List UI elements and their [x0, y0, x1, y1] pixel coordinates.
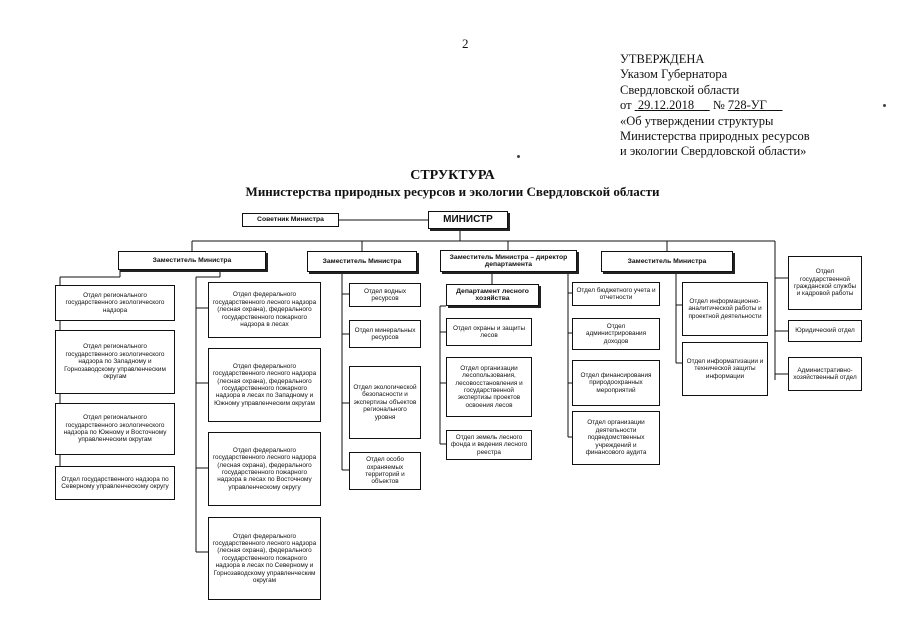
- deputy-minister-1-label: Заместитель Министра: [152, 256, 232, 264]
- ecological-safety-label: Отдел экологической безопасности и экспе…: [353, 383, 417, 421]
- environmental-financing-box: Отдел финансирования природоохранных мер…: [572, 360, 660, 406]
- scan-dot: [883, 104, 886, 107]
- analytics-projects-box: Отдел информационно-аналитической работы…: [682, 282, 768, 336]
- document-subtitle: Министерства природных ресурсов и эколог…: [245, 184, 660, 199]
- deputy-minister-4-box: Заместитель Министра: [601, 251, 733, 272]
- budget-accounting-label: Отдел бюджетного учета и отчетности: [576, 286, 656, 301]
- deputy-minister-2-box: Заместитель Министра: [307, 251, 417, 272]
- protected-territories-label: Отдел особо охраняемых территорий и объе…: [365, 456, 405, 486]
- civil-service-hr-box: Отдел государственной гражданской службы…: [788, 256, 862, 310]
- ecology-oversight-south-label: Отдел регионального государственного эко…: [63, 414, 167, 444]
- forest-oversight-west-south-box: Отдел федерального государственного лесн…: [208, 348, 321, 422]
- forest-protection-box: Отдел охраны и защиты лесов: [446, 318, 532, 346]
- analytics-projects-label: Отдел информационно-аналитической работы…: [688, 297, 762, 320]
- advisor-label: Советник Министра: [257, 216, 324, 224]
- ecological-safety-box: Отдел экологической безопасности и экспе…: [349, 366, 421, 439]
- informatization-label: Отдел информатизации и технической защит…: [686, 357, 764, 380]
- mineral-resources-box: Отдел минеральных ресурсов: [349, 320, 421, 348]
- deputy-minister-2-label: Заместитель Министра: [322, 257, 402, 265]
- advisor-box: Советник Министра: [242, 213, 339, 227]
- approval-stamp: УТВЕРЖДЕНА Указом Губернатора Свердловск…: [620, 52, 810, 160]
- revenue-admin-box: Отдел администрирования доходов: [572, 318, 660, 350]
- page-number: 2: [462, 36, 469, 51]
- admin-economic-box: Административно-хозяйственный отдел: [788, 357, 862, 391]
- number-prefix: №: [712, 98, 725, 113]
- water-resources-label: Отдел водных ресурсов: [363, 287, 407, 302]
- forest-oversight-box: Отдел федерального государственного лесн…: [208, 282, 321, 338]
- approval-number: 728-УГ: [727, 98, 767, 113]
- approval-line: и экологии Свердловской области»: [620, 144, 807, 159]
- mineral-resources-label: Отдел минеральных ресурсов: [354, 326, 416, 341]
- state-oversight-north-box: Отдел государственного надзора по Северн…: [55, 466, 175, 500]
- approval-line: Министерства природных ресурсов: [620, 129, 810, 144]
- subordinate-institutions-label: Отдел организации деятельности подведомс…: [585, 419, 647, 457]
- forest-oversight-north-box: Отдел федерального государственного лесн…: [208, 517, 321, 600]
- forestry-department-box: Департамент лесного хозяйства: [446, 284, 539, 306]
- forest-lands-box: Отдел земель лесного фонда и ведения лес…: [446, 430, 532, 460]
- ecology-oversight-dept-box: Отдел регионального государственного эко…: [55, 285, 175, 321]
- scan-dot: [517, 155, 520, 158]
- deputy-minister-3-box: Заместитель Министра – директор департам…: [440, 250, 577, 272]
- ecology-oversight-west-box: Отдел регионального государственного эко…: [55, 330, 175, 394]
- deputy-minister-1-box: Заместитель Министра: [118, 251, 266, 270]
- forest-lands-label: Отдел земель лесного фонда и ведения лес…: [450, 433, 528, 456]
- forest-oversight-north-label: Отдел федерального государственного лесн…: [212, 532, 317, 585]
- approval-date-line: от 29.12.2018 № 728-УГ: [620, 98, 810, 113]
- forest-oversight-west-south-label: Отдел федерального государственного лесн…: [212, 362, 317, 407]
- environmental-financing-label: Отдел финансирования природоохранных мер…: [580, 371, 652, 394]
- deputy-minister-4-label: Заместитель Министра: [627, 257, 707, 265]
- ecology-oversight-west-label: Отдел регионального государственного эко…: [64, 343, 166, 381]
- minister-box: МИНИСТР: [428, 211, 508, 229]
- forest-protection-label: Отдел охраны и защиты лесов: [452, 324, 526, 339]
- approval-line: «Об утверждении структуры: [620, 113, 774, 128]
- forest-use-label: Отдел организации лесопользования, лесов…: [455, 364, 523, 409]
- water-resources-box: Отдел водных ресурсов: [349, 283, 421, 307]
- revenue-admin-label: Отдел администрирования доходов: [585, 322, 647, 345]
- admin-economic-label: Административно-хозяйственный отдел: [793, 366, 857, 381]
- minister-label: МИНИСТР: [443, 214, 493, 226]
- civil-service-hr-label: Отдел государственной гражданской службы…: [793, 268, 857, 298]
- approval-date: 29.12.2018: [637, 98, 695, 113]
- approval-line: Указом Губернатора: [620, 67, 728, 82]
- forest-oversight-east-label: Отдел федерального государственного лесн…: [212, 446, 317, 491]
- legal-department-box: Юридический отдел: [788, 320, 862, 342]
- subordinate-institutions-box: Отдел организации деятельности подведомс…: [572, 411, 660, 465]
- forest-oversight-label: Отдел федерального государственного лесн…: [212, 291, 317, 329]
- deputy-minister-3-label: Заместитель Министра – директор департам…: [449, 253, 568, 268]
- legal-department-label: Юридический отдел: [795, 327, 855, 335]
- forest-oversight-east-box: Отдел федерального государственного лесн…: [208, 432, 321, 506]
- date-prefix: от: [620, 98, 632, 113]
- approval-line: УТВЕРЖДЕНА: [620, 52, 705, 66]
- protected-territories-box: Отдел особо охраняемых территорий и объе…: [349, 452, 421, 490]
- ecology-oversight-south-box: Отдел регионального государственного эко…: [55, 403, 175, 455]
- ecology-oversight-dept-label: Отдел регионального государственного эко…: [65, 291, 165, 314]
- state-oversight-north-label: Отдел государственного надзора по Северн…: [61, 475, 169, 490]
- budget-accounting-box: Отдел бюджетного учета и отчетности: [572, 282, 660, 306]
- forestry-department-label: Департамент лесного хозяйства: [456, 287, 529, 302]
- approval-line: Свердловской области: [620, 82, 740, 97]
- forest-use-box: Отдел организации лесопользования, лесов…: [446, 357, 532, 417]
- informatization-box: Отдел информатизации и технической защит…: [682, 342, 768, 396]
- document-title: СТРУКТУРА: [410, 168, 495, 183]
